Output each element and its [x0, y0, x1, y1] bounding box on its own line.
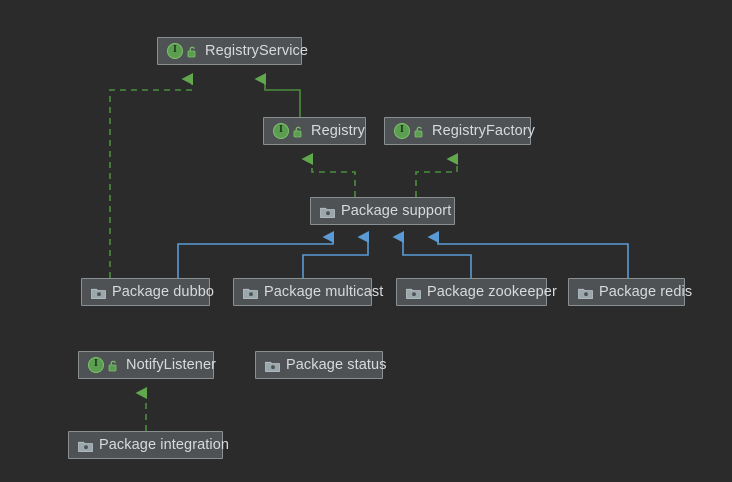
- node-label: Package integration: [99, 437, 230, 453]
- node-label: Package multicast: [264, 284, 384, 300]
- node-package-support[interactable]: Package support: [310, 197, 455, 225]
- node-label: RegistryFactory: [432, 123, 536, 139]
- interface-icon: [167, 43, 183, 59]
- node-label: Package dubbo: [112, 284, 215, 300]
- folder-icon: [91, 287, 106, 299]
- lock-icon: [187, 46, 198, 58]
- edge-support-to-registryfactory: [415, 153, 458, 197]
- folder-icon: [265, 360, 280, 372]
- edge-redis-to-support: [427, 231, 629, 278]
- node-package-dubbo[interactable]: Package dubbo: [81, 278, 214, 306]
- folder-icon: [78, 440, 93, 452]
- node-package-redis[interactable]: Package redis: [568, 278, 692, 306]
- node-notify-listener[interactable]: NotifyListener: [78, 351, 217, 379]
- edge-dubbo-to-registryservice: [109, 73, 193, 278]
- node-package-multicast[interactable]: Package multicast: [233, 278, 383, 306]
- folder-icon: [406, 287, 421, 299]
- node-label: Package status: [286, 357, 387, 373]
- folder-icon: [320, 206, 335, 218]
- edge-multicast-to-support: [302, 231, 369, 278]
- node-package-integration[interactable]: Package integration: [68, 431, 229, 459]
- interface-icon: [273, 123, 289, 139]
- node-label: RegistryService: [205, 43, 309, 59]
- node-registry-service[interactable]: RegistryService: [157, 37, 308, 65]
- node-package-status[interactable]: Package status: [255, 351, 386, 379]
- node-label: Package zookeeper: [427, 284, 557, 300]
- lock-icon: [293, 126, 304, 138]
- lock-icon: [414, 126, 425, 138]
- node-registry-factory[interactable]: RegistryFactory: [384, 117, 535, 145]
- node-label: Package redis: [599, 284, 693, 300]
- lock-icon: [108, 360, 119, 372]
- node-label: Package support: [341, 203, 452, 219]
- edge-zookeeper-to-support: [392, 231, 472, 278]
- node-package-zookeeper[interactable]: Package zookeeper: [396, 278, 557, 306]
- edge-dubbo-to-support: [177, 231, 334, 278]
- folder-icon: [243, 287, 258, 299]
- node-registry[interactable]: Registry: [263, 117, 366, 145]
- edge-support-to-registry: [301, 153, 356, 197]
- edge-registry-to-registryservice: [254, 73, 301, 117]
- node-label: NotifyListener: [126, 357, 217, 373]
- folder-icon: [578, 287, 593, 299]
- node-label: Registry: [311, 123, 365, 139]
- interface-icon: [394, 123, 410, 139]
- interface-icon: [88, 357, 104, 373]
